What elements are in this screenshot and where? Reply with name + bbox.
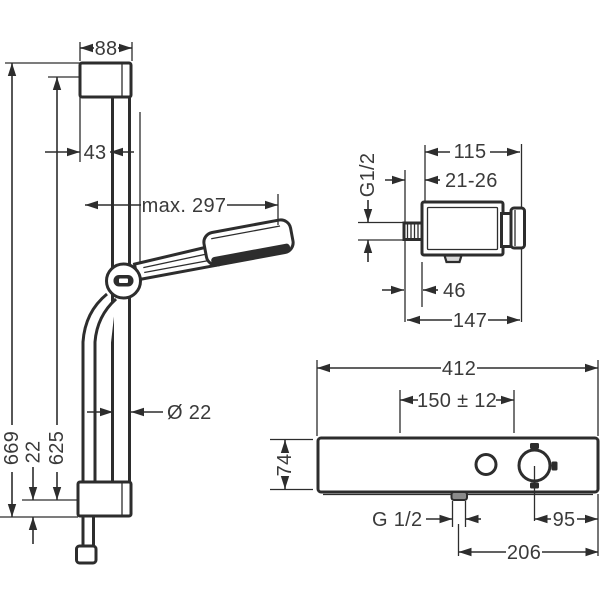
handle-contour-line-2 [144, 258, 216, 274]
dim-total-width: 412 [316, 358, 599, 436]
hose-end-connector [75, 544, 98, 565]
valve-body-side [420, 200, 505, 257]
dim-inlet-offset: 46 [382, 262, 466, 307]
label-wall-range: 21-26 [445, 170, 498, 192]
hand-shower [132, 218, 295, 282]
slider-button-slot [119, 278, 128, 283]
dim-body-height: 74 [270, 438, 313, 491]
label-supply-distance: 150 ± 12 [417, 390, 497, 412]
label-total-depth: 147 [453, 310, 487, 332]
diverter-button [474, 453, 498, 476]
top-wall-bracket [78, 61, 133, 99]
valve-front-diagram: 412 150 ± 12 74 G 1/2 [270, 358, 600, 564]
dim-bar-offset: 43 [45, 97, 134, 164]
outlet-connection-tab [450, 491, 468, 501]
label-handle-offset: 95 [553, 509, 576, 531]
label-bar-diameter: Ø 22 [167, 402, 212, 424]
handle-grip-nub-top [530, 443, 539, 449]
label-max-reach: max. 297 [142, 195, 227, 217]
handle-grip-nub-right [551, 461, 558, 471]
dim-outlet-thread: G 1/2 [372, 501, 481, 531]
dim-bracket-width: 88 [79, 38, 133, 61]
valve-body-face-line [426, 206, 499, 251]
dim-body-depth: 115 [424, 141, 523, 322]
label-inlet-thread: G1/2 [357, 153, 379, 198]
handle-contour-line-1 [143, 251, 214, 269]
label-total-height: 669 [1, 431, 23, 465]
dim-max-reach: max. 297 [85, 112, 279, 263]
valve-side-diagram: 115 21-26 G1/2 46 147 [357, 141, 526, 332]
dim-supply-distance: 150 ± 12 [399, 390, 515, 433]
dim-inlet-thread: G1/2 [357, 153, 403, 262]
dim-bar-length: 625 [22, 76, 80, 501]
safety-stop-tab-side [443, 254, 463, 264]
dim-total-depth: 147 [407, 310, 520, 332]
label-outlet-to-edge: 206 [507, 542, 541, 564]
valve-handle-side [509, 206, 526, 250]
dim-end-offset: 22 [23, 441, 45, 544]
label-body-height: 74 [274, 454, 296, 477]
shower-rail-diagram: 88 43 max. 297 669 [0, 38, 295, 565]
dim-handle-offset: 95 [534, 494, 599, 556]
label-bar-offset: 43 [84, 142, 107, 164]
label-total-width: 412 [442, 358, 476, 380]
bottom-wall-bracket [76, 480, 133, 518]
head-face-line [211, 225, 281, 240]
dim-wall-range: 21-26 [385, 170, 498, 192]
label-inlet-offset: 46 [443, 280, 466, 302]
label-outlet-thread: G 1/2 [372, 509, 422, 531]
dim-total-height: 669 [0, 62, 80, 518]
spray-plate-edge [211, 243, 291, 265]
dim-outlet-to-edge: 206 [457, 524, 599, 564]
dim-bar-diameter: Ø 22 [87, 402, 212, 424]
inlet-nipple [402, 221, 424, 241]
label-bar-length: 625 [46, 431, 68, 465]
label-body-depth: 115 [454, 141, 487, 163]
shower-hose-inner-line [93, 297, 118, 482]
label-end-offset: 22 [23, 441, 45, 464]
label-bracket-width: 88 [95, 38, 118, 60]
